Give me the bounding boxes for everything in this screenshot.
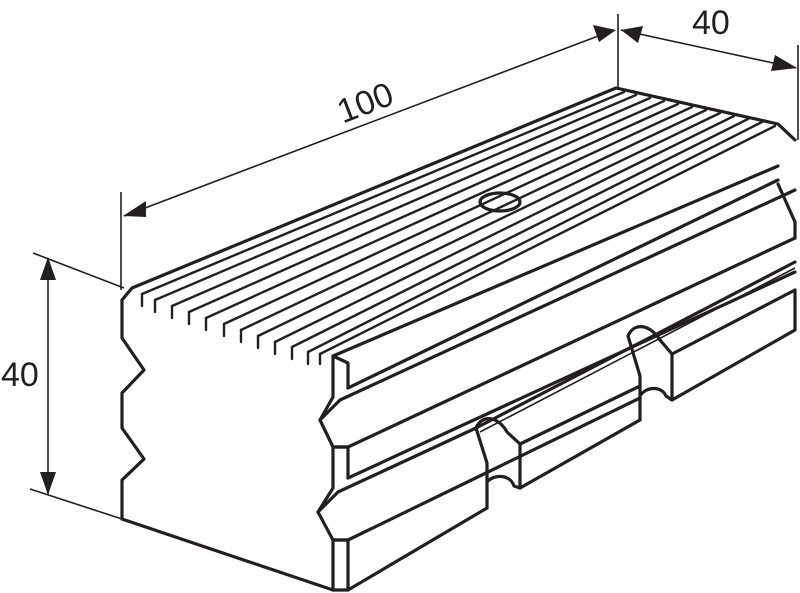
front-corner-profile bbox=[316, 354, 335, 592]
notch-right-top bbox=[626, 325, 674, 402]
arrowhead-depth-left bbox=[621, 26, 643, 43]
bottom-chamfer-corner bbox=[331, 538, 350, 592]
segment-right-bottom bbox=[670, 288, 797, 402]
arrowhead-depth-right bbox=[771, 55, 797, 71]
segment-right-top bbox=[670, 288, 797, 356]
lower-ridge-top-line bbox=[474, 260, 797, 430]
dimension-depth: 40 bbox=[620, 4, 799, 140]
dimension-length: 100 bbox=[120, 14, 619, 290]
segment-mid-groove bbox=[486, 396, 642, 474]
top-face-front-edge bbox=[331, 164, 780, 358]
bottom-end-edge bbox=[120, 517, 335, 592]
arrowhead-right bbox=[593, 25, 616, 42]
top-serrations bbox=[140, 90, 777, 366]
notch-left-top bbox=[474, 417, 522, 490]
right-end-upper bbox=[776, 182, 797, 240]
lower-ridge-inner-line bbox=[479, 267, 796, 433]
dimension-label-depth: 40 bbox=[692, 4, 730, 42]
dimension-label-length: 100 bbox=[332, 75, 399, 131]
block-body bbox=[120, 86, 797, 592]
end-break-line bbox=[120, 298, 146, 521]
segment-mid-top bbox=[518, 384, 642, 446]
upper-v-groove-bottom bbox=[331, 236, 797, 449]
dimension-line-depth bbox=[620, 29, 797, 69]
lower-v-groove-top-left bbox=[316, 426, 478, 514]
upper-ridge-top bbox=[346, 178, 780, 390]
center-hole bbox=[478, 191, 522, 213]
segment-mid-bottom bbox=[518, 418, 642, 490]
dimension-line-length bbox=[123, 29, 615, 217]
notch-right-arc bbox=[638, 386, 674, 402]
mid-chamfer-corner bbox=[331, 445, 350, 480]
arrowhead-left bbox=[123, 201, 146, 217]
notch-left-arc bbox=[485, 474, 522, 490]
front-bottom-edge bbox=[346, 506, 489, 592]
top-face-back-edge bbox=[120, 86, 797, 302]
dimension-height: 40 bbox=[1, 252, 125, 520]
top-chamfer-corner bbox=[331, 354, 350, 390]
lower-v-groove-bottom-left bbox=[331, 470, 490, 542]
upper-v-groove-top bbox=[318, 188, 797, 422]
arrowhead-up bbox=[40, 257, 56, 280]
extension-line-bottom bbox=[29, 488, 123, 520]
notch-right-side bbox=[626, 334, 642, 422]
dimension-label-height: 40 bbox=[1, 356, 39, 394]
notch-left-side bbox=[474, 426, 489, 510]
arrowhead-down bbox=[40, 472, 56, 495]
